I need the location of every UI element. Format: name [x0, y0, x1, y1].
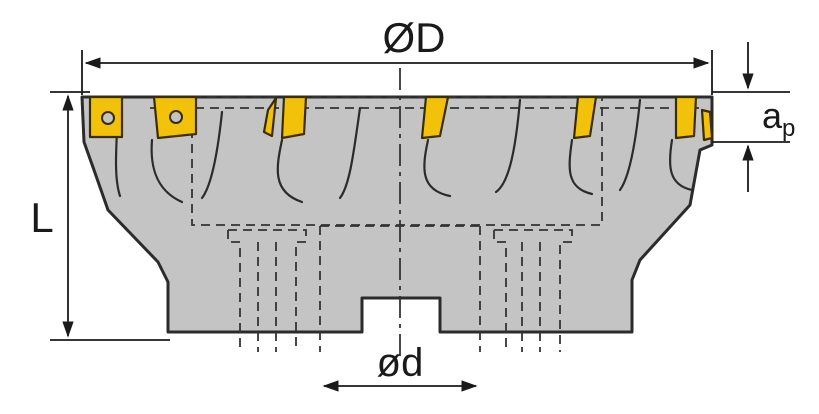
inserts	[88, 95, 714, 142]
pocket-curve-5	[423, 138, 452, 198]
dimension-cut-depth: ap	[712, 42, 795, 192]
label-bore-diameter: ød	[377, 341, 424, 385]
label-cut-depth-sub: p	[782, 115, 795, 142]
hidden-lines	[150, 96, 702, 352]
pocket-curve-1	[150, 138, 184, 204]
insert-1	[88, 95, 124, 139]
insert-2	[152, 95, 198, 140]
pocket-curve-8	[618, 98, 642, 192]
hidden-bolt-right	[493, 229, 573, 352]
dimension-outer-diameter: ØD	[81, 14, 713, 95]
insert-screw	[101, 111, 115, 125]
pocket-curve-4	[338, 106, 362, 200]
pocket-curve-9	[668, 138, 694, 192]
hidden-bolt-left	[227, 229, 307, 352]
label-outer-diameter: ØD	[383, 14, 446, 61]
insert-4	[420, 95, 450, 140]
insert-face	[572, 95, 598, 140]
cutter-body	[80, 95, 714, 334]
label-length: L	[30, 194, 53, 241]
pocket-curve-6	[494, 98, 522, 194]
label-cut-depth: ap	[762, 95, 795, 142]
insert-5	[572, 95, 598, 140]
label-cut-depth-base: a	[762, 95, 783, 136]
insert-3	[262, 95, 308, 140]
insert-face	[674, 95, 698, 140]
dimension-length: L	[30, 91, 170, 341]
insert-face	[280, 95, 308, 140]
insert-edge	[700, 108, 714, 142]
dimension-bore-diameter: ød	[322, 341, 478, 392]
insert-seat	[262, 96, 278, 138]
pocket-curve-3	[276, 138, 304, 204]
pocket-curve-2	[200, 110, 224, 200]
chip-pocket-curves	[114, 98, 694, 204]
insert-screw	[169, 110, 183, 124]
hidden-cavity	[191, 96, 603, 226]
pocket-curve-7	[568, 138, 594, 196]
insert-face	[420, 95, 450, 140]
insert-6	[674, 95, 714, 142]
